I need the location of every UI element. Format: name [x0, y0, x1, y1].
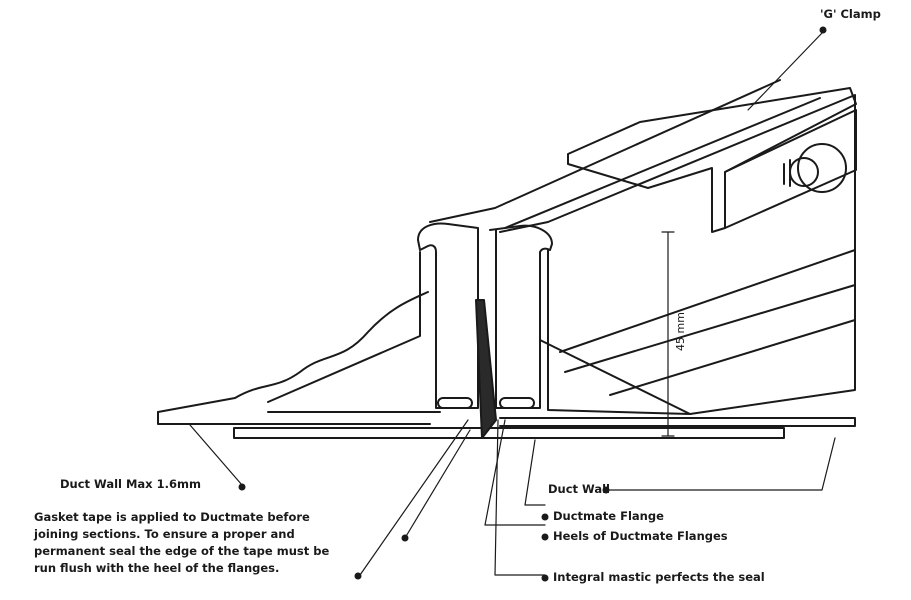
- dimension-line: [661, 231, 675, 437]
- clamp-bolt: [783, 143, 847, 193]
- label-g-clamp: 'G' Clamp: [820, 7, 881, 21]
- label-heels: Heels of Ductmate Flanges: [553, 529, 728, 543]
- flange-rib-lines: [559, 249, 856, 396]
- flange-right-leg: [539, 339, 691, 415]
- flange-right-profile: [489, 224, 553, 409]
- mastic-seal: [475, 299, 497, 439]
- gasket-note-line-1: Gasket tape is applied to Ductmate befor…: [34, 510, 310, 524]
- label-ductmate-flange: Ductmate Flange: [553, 509, 664, 523]
- torn-duct-sheet: [157, 291, 429, 413]
- duct-wall-bottom: [233, 427, 785, 439]
- gasket-note-line-3: permanent seal the edge of the tape must…: [34, 544, 330, 558]
- flange-heel-left: [437, 397, 473, 409]
- duct-wall-top: [499, 417, 856, 427]
- dimension-label: 45 mm: [673, 312, 687, 351]
- label-duct-wall: Duct Wall: [548, 482, 610, 496]
- gasket-note-line-2: joining sections. To ensure a proper and: [34, 527, 295, 541]
- flange-left-profile: [417, 222, 479, 409]
- g-clamp-face: [724, 109, 857, 229]
- label-duct-wall-max: Duct Wall Max 1.6mm: [60, 477, 201, 491]
- flange-body-right: [499, 94, 856, 415]
- duct-sheet-edge: [157, 411, 431, 425]
- leader-dots: [238, 26, 827, 582]
- flange-left-leg: [267, 251, 441, 413]
- flange-top-edge: [429, 79, 821, 229]
- label-mastic: Integral mastic perfects the seal: [553, 570, 765, 584]
- leader-lines: [189, 31, 836, 576]
- gasket-note-line-4: run flush with the heel of the flanges.: [34, 561, 280, 575]
- flange-heel-right: [499, 397, 535, 409]
